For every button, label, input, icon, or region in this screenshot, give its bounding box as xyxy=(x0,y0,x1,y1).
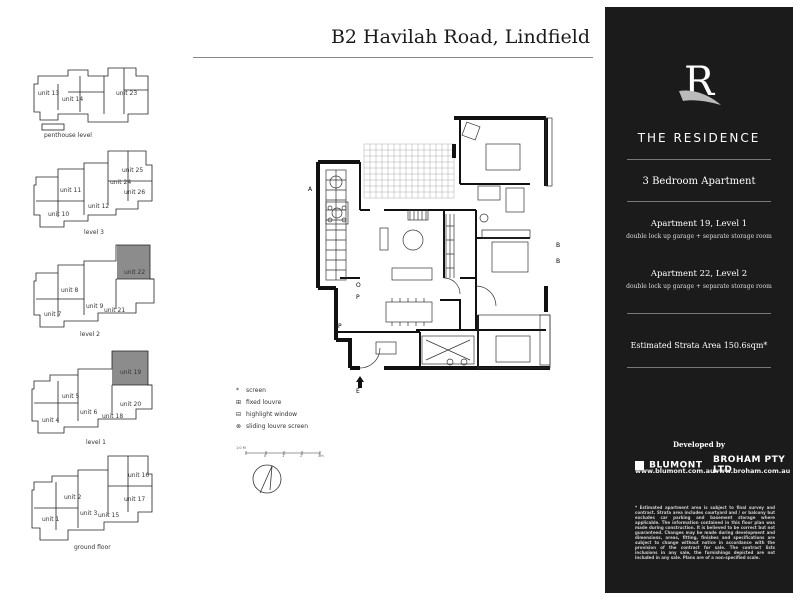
blumont-url[interactable]: www.blumont.com.au xyxy=(635,467,715,475)
entry-label: E xyxy=(356,388,360,395)
unit-label: unit 24 xyxy=(110,179,132,186)
level-label: ground floor xyxy=(74,544,111,551)
scale-tick: 3m xyxy=(318,454,324,458)
scale-label: 1:0 M xyxy=(236,446,246,450)
level-label: level 3 xyxy=(84,229,104,236)
apartment-22-detail: double lock up garage + separate storage… xyxy=(626,283,772,290)
divider xyxy=(627,367,771,368)
residence-logo-icon: R xyxy=(605,59,793,105)
unit-label: unit 13 xyxy=(38,90,60,97)
plan-label: P xyxy=(338,323,342,330)
unit-label: unit 21 xyxy=(104,307,126,314)
plan-label: P xyxy=(356,294,360,301)
plan-label: B xyxy=(556,242,561,249)
level-label: penthouse level xyxy=(44,132,92,139)
broham-url[interactable]: www.broham.com.au xyxy=(713,467,791,475)
blumont-logo: BLUMONT xyxy=(635,455,705,474)
unit-label: unit 6 xyxy=(80,409,98,416)
unit-label: unit 19 xyxy=(120,369,142,376)
unit-label: unit 3 xyxy=(80,510,98,517)
divider xyxy=(627,201,771,202)
legend-item-sliding-louvre-screen: ⊗sliding louvre screen xyxy=(236,423,309,430)
thumbnail-level-3: unit 11 unit 12 unit 10 unit 25 unit 24 … xyxy=(28,145,158,236)
thumbnail-ground-floor: unit 2 unit 3 unit 1 unit 16 unit 15 uni… xyxy=(28,452,158,551)
header-divider xyxy=(193,57,593,58)
unit-label: unit 8 xyxy=(61,287,79,294)
thumbnail-penthouse-level: unit 13 unit 14 unit 23 penthouse level xyxy=(28,62,158,142)
plan-label: A xyxy=(308,186,313,193)
level-label: level 1 xyxy=(86,439,106,446)
unit-label: unit 14 xyxy=(62,96,84,103)
blumont-mark-icon xyxy=(635,461,644,470)
page-title: B2 Havilah Road, Lindfield xyxy=(330,26,590,48)
unit-label: unit 15 xyxy=(98,512,120,519)
plan-label: O xyxy=(356,282,361,289)
legend-item-highlight-window: ⊟highlight window xyxy=(236,411,298,418)
unit-label: unit 26 xyxy=(124,189,146,196)
broham-logo: BROHAM PTY LTD xyxy=(713,455,786,475)
divider xyxy=(627,159,771,160)
unit-label: unit 22 xyxy=(124,269,146,276)
unit-label: unit 2 xyxy=(64,494,82,501)
unit-label: unit 10 xyxy=(48,211,70,218)
legend-item-screen: *screen xyxy=(236,387,266,394)
thumbnail-level-2: unit 8 unit 9 unit 7 unit 21 unit 22 lev… xyxy=(28,243,158,338)
legend-item-fixed-louvre: ⊞fixed louvre xyxy=(236,399,282,406)
unit-label: unit 7 xyxy=(44,311,62,318)
compass-icon xyxy=(250,462,284,496)
strata-area: Estimated Strata Area 150.6sqm* xyxy=(630,341,768,350)
brand-name: THE RESIDENCE xyxy=(637,131,761,145)
unit-label: unit 17 xyxy=(124,496,146,503)
scale-tick: 1 xyxy=(282,454,285,458)
divider xyxy=(627,313,771,314)
scale-tick: 2 xyxy=(300,454,303,458)
unit-label: unit 1 xyxy=(42,516,60,523)
apartment-19-title: Apartment 19, Level 1 xyxy=(650,219,748,229)
scale-bar: 1:0 M 0 1 2 3m xyxy=(236,446,326,466)
unit-label: unit 4 xyxy=(42,417,60,424)
unit-label: unit 25 xyxy=(122,167,144,174)
unit-label: unit 23 xyxy=(116,90,138,97)
apartment-type: 3 Bedroom Apartment xyxy=(642,176,756,187)
level-label: level 2 xyxy=(80,331,100,338)
unit-label: unit 20 xyxy=(120,401,142,408)
developed-by-label: Developed by xyxy=(672,440,725,449)
apartment-22-title: Apartment 22, Level 2 xyxy=(650,269,748,279)
unit-label: unit 9 xyxy=(86,303,104,310)
floor-plan: E P P O A B B xyxy=(300,110,570,400)
info-panel: R THE RESIDENCE 3 Bedroom Apartment Apar… xyxy=(605,7,793,593)
scale-tick: 0 xyxy=(264,454,267,458)
unit-label: unit 16 xyxy=(128,472,150,479)
unit-label: unit 11 xyxy=(60,187,82,194)
unit-label: unit 12 xyxy=(88,203,110,210)
plan-label: B xyxy=(556,258,561,265)
thumbnail-level-1: unit 5 unit 6 unit 4 unit 19 unit 18 uni… xyxy=(28,347,158,446)
disclaimer: * Estimated apartment area is subject to… xyxy=(635,505,775,560)
unit-label: unit 18 xyxy=(102,413,124,420)
apartment-19-detail: double lock up garage + separate storage… xyxy=(626,233,772,240)
unit-label: unit 5 xyxy=(62,393,80,400)
